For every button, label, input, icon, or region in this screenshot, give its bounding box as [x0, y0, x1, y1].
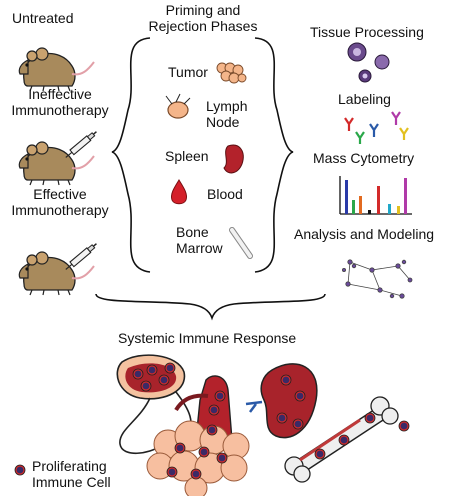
lymph-node-icon [165, 93, 191, 119]
label-tissue-processing: Tissue Processing [310, 24, 424, 40]
label-untreated: Untreated [12, 10, 74, 26]
systemic-title: Systemic Immune Response [118, 330, 297, 346]
analysis-network [341, 259, 413, 299]
label-labeling: Labeling [338, 91, 391, 107]
blood-drop-icon [171, 179, 187, 205]
mouse-untreated [18, 47, 95, 92]
legend-cell-icon [14, 464, 26, 476]
label-analysis-modeling: Analysis and Modeling [294, 226, 435, 242]
systemic-tumor [146, 420, 250, 496]
label-blood: Blood [207, 186, 243, 202]
spleen-icon [223, 144, 244, 174]
systemic-spleen [245, 363, 318, 439]
tumor-icon [216, 62, 247, 84]
bone-icon [229, 227, 253, 259]
label-spleen: Spleen [165, 148, 209, 164]
syringe-ineffective [63, 128, 100, 161]
tissue-cells-icon [347, 42, 390, 83]
mouse-ineffective [18, 141, 95, 186]
bottom-brace [95, 293, 326, 321]
label-tumor: Tumor [168, 64, 208, 80]
right-brace [254, 37, 294, 273]
label-mass-cytometry: Mass Cytometry [313, 150, 415, 166]
mass-cytometry-spectrum [339, 176, 412, 215]
left-brace [111, 37, 151, 273]
antibody-icons [344, 111, 409, 144]
